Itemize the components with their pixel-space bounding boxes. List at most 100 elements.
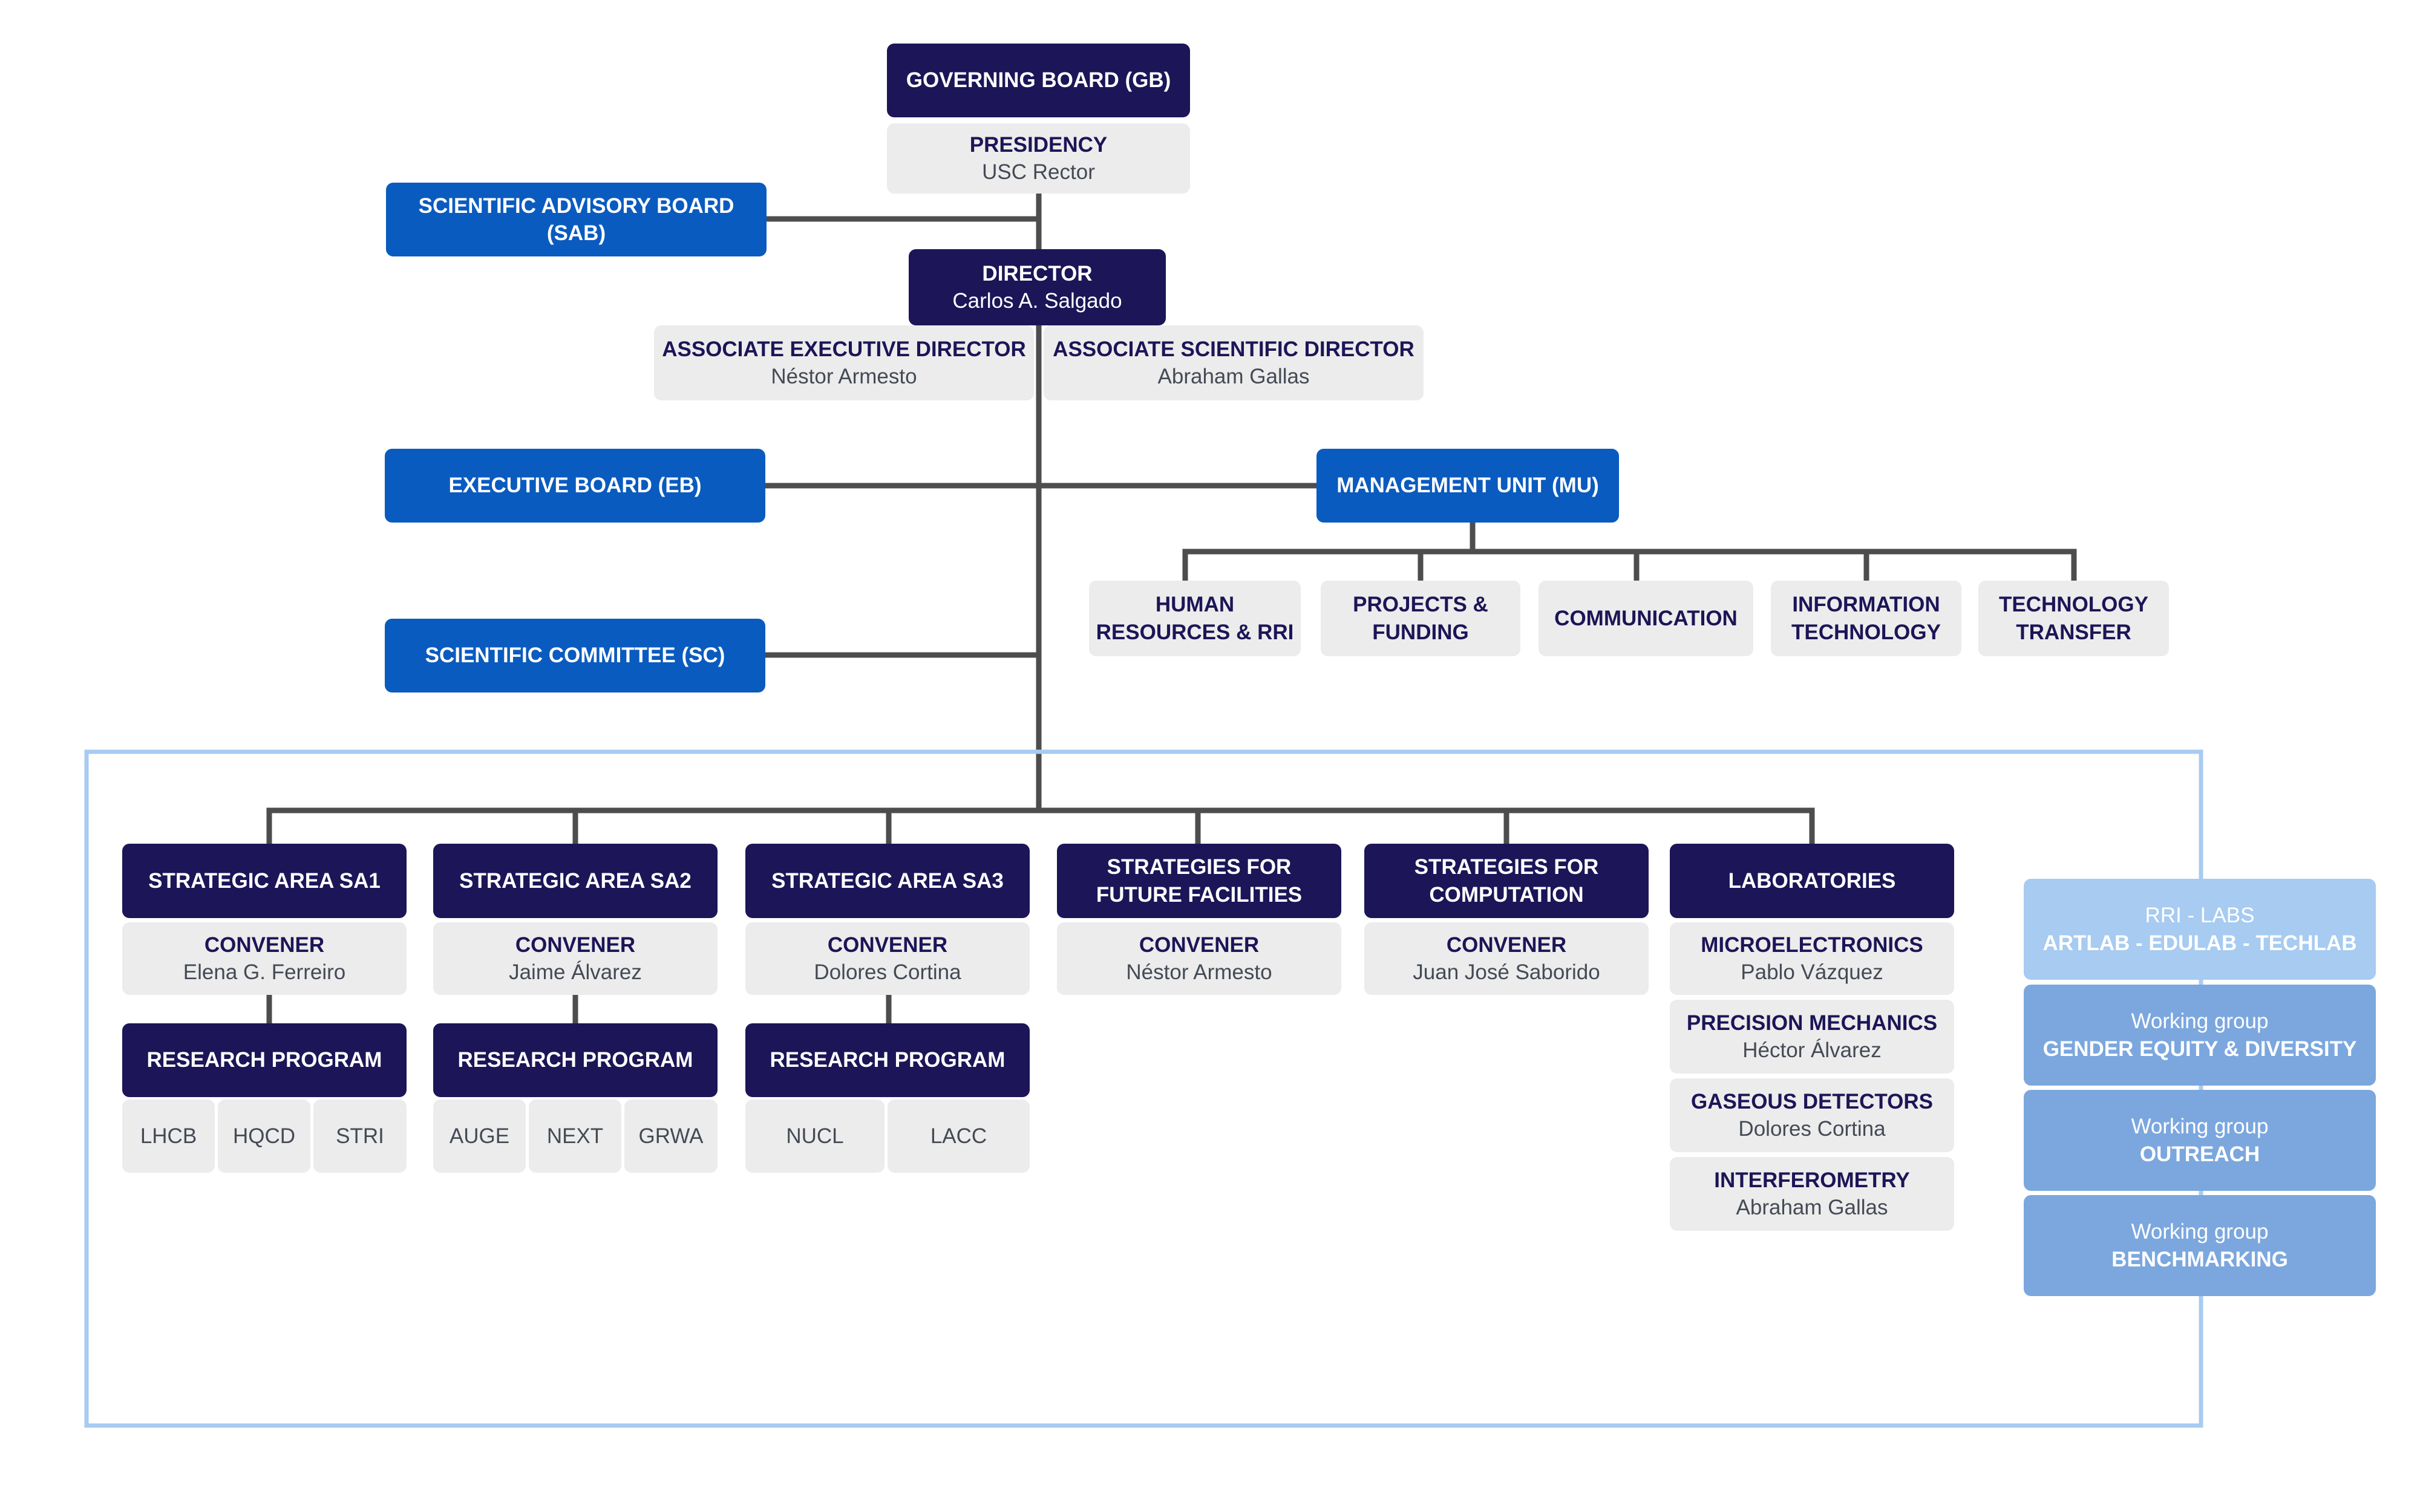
side-group-gender-equity: Working group GENDER EQUITY & DIVERSITY: [2024, 985, 2376, 1086]
program-grwa: GRWA: [624, 1100, 718, 1173]
program-name: NEXT: [546, 1124, 604, 1148]
mu-projects-funding-line2: FUNDING: [1372, 620, 1469, 644]
side-group-sub: Working group: [2131, 1009, 2269, 1033]
program-name: AUGE: [449, 1124, 510, 1148]
area-title-line1: STRATEGIES FOR: [1107, 855, 1292, 879]
area-title-line2: FUTURE FACILITIES: [1096, 882, 1303, 907]
program-lacc: LACC: [888, 1100, 1030, 1173]
side-group-title: BENCHMARKING: [2111, 1247, 2288, 1271]
executive-board-box: EXECUTIVE BOARD (EB): [385, 449, 765, 523]
area-computation-header: STRATEGIES FOR COMPUTATION: [1364, 844, 1649, 918]
side-group-outreach: Working group OUTREACH: [2024, 1090, 2376, 1191]
side-group-rri-labs: RRI - LABS ARTLAB - EDULAB - TECHLAB: [2024, 879, 2376, 980]
program-lhcb: LHCB: [122, 1100, 215, 1173]
program-name: NUCL: [786, 1124, 844, 1148]
assoc-sci-director-title: ASSOCIATE SCIENTIFIC DIRECTOR: [1053, 337, 1414, 361]
mu-projects-funding-line1: PROJECTS &: [1353, 593, 1488, 616]
convener-name: Néstor Armesto: [1126, 960, 1272, 984]
area-sa1-convener: CONVENER Elena G. Ferreiro: [122, 922, 407, 995]
convener-name: Elena G. Ferreiro: [183, 960, 346, 984]
lab-head: Dolores Cortina: [1738, 1117, 1886, 1141]
governing-board-box: GOVERNING BOARD (GB): [887, 44, 1190, 117]
mu-technology-transfer-line2: TRANSFER: [2016, 620, 2131, 644]
program-nucl: NUCL: [745, 1100, 885, 1173]
research-program-label: RESEARCH PROGRAM: [770, 1048, 1006, 1072]
program-hqcd: HQCD: [218, 1100, 310, 1173]
lab-microelectronics: MICROELECTRONICS Pablo Vázquez: [1670, 922, 1954, 995]
convener-label: CONVENER: [204, 933, 325, 957]
convener-label: CONVENER: [827, 933, 948, 957]
strategic-frame: [84, 749, 2203, 1428]
area-title-line2: COMPUTATION: [1429, 882, 1584, 907]
side-group-sub: Working group: [2131, 1220, 2269, 1243]
program-next: NEXT: [529, 1100, 621, 1173]
presidency-title: PRESIDENCY: [969, 132, 1108, 157]
lab-interferometry: INTERFEROMETRY Abraham Gallas: [1670, 1157, 1954, 1231]
area-future-facilities-convener: CONVENER Néstor Armesto: [1057, 922, 1341, 995]
executive-board-label: EXECUTIVE BOARD (EB): [448, 474, 702, 498]
lab-precision-mechanics: PRECISION MECHANICS Héctor Álvarez: [1670, 1000, 1954, 1074]
area-sa3-program-header: RESEARCH PROGRAM: [745, 1023, 1030, 1097]
director-name: Carlos A. Salgado: [952, 289, 1122, 313]
side-group-sub: RRI - LABS: [2145, 904, 2255, 927]
assoc-sci-director-box: ASSOCIATE SCIENTIFIC DIRECTOR Abraham Ga…: [1044, 325, 1424, 400]
mu-human-resources-line2: RESOURCES & RRI: [1096, 620, 1294, 644]
lab-gaseous-detectors: GASEOUS DETECTORS Dolores Cortina: [1670, 1078, 1954, 1152]
program-name: LACC: [930, 1124, 987, 1148]
scientific-committee-label: SCIENTIFIC COMMITTEE (SC): [425, 644, 725, 668]
area-computation-convener: CONVENER Juan José Saborido: [1364, 922, 1649, 995]
presidency-name: USC Rector: [982, 160, 1095, 184]
assoc-exec-director-title: ASSOCIATE EXECUTIVE DIRECTOR: [662, 337, 1026, 361]
mu-projects-funding-box: PROJECTS & FUNDING: [1321, 581, 1520, 656]
lab-head: Abraham Gallas: [1736, 1196, 1888, 1219]
side-group-title: GENDER EQUITY & DIVERSITY: [2042, 1037, 2357, 1061]
presidency-box: PRESIDENCY USC Rector: [887, 123, 1190, 194]
program-name: GRWA: [638, 1124, 704, 1148]
program-name: HQCD: [232, 1124, 296, 1148]
side-group-sub: Working group: [2131, 1115, 2269, 1138]
program-auge: AUGE: [433, 1100, 526, 1173]
management-unit-box: MANAGEMENT UNIT (MU): [1316, 449, 1619, 523]
director-title: DIRECTOR: [982, 261, 1093, 285]
side-group-title: ARTLAB - EDULAB - TECHLAB: [2042, 931, 2357, 955]
area-sa1-program-header: RESEARCH PROGRAM: [122, 1023, 407, 1097]
area-title-line1: STRATEGIC AREA SA3: [771, 868, 1004, 893]
area-sa2-header: STRATEGIC AREA SA2: [433, 844, 718, 918]
mu-information-technology-box: INFORMATION TECHNOLOGY: [1771, 581, 1961, 656]
area-sa2-convener: CONVENER Jaime Álvarez: [433, 922, 718, 995]
convener-name: Dolores Cortina: [814, 960, 961, 984]
convener-label: CONVENER: [1446, 933, 1567, 957]
area-title-line1: STRATEGIES FOR: [1414, 855, 1599, 879]
convener-label: CONVENER: [515, 933, 636, 957]
program-name: STRI: [336, 1124, 384, 1148]
side-group-title: OUTREACH: [2139, 1142, 2260, 1166]
side-group-benchmarking: Working group BENCHMARKING: [2024, 1195, 2376, 1296]
mu-communication-box: COMMUNICATION: [1539, 581, 1753, 656]
convener-label: CONVENER: [1139, 933, 1260, 957]
sab-label: SCIENTIFIC ADVISORY BOARD (SAB): [418, 194, 734, 246]
lab-name: INTERFEROMETRY: [1714, 1168, 1910, 1192]
assoc-sci-director-name: Abraham Gallas: [1157, 365, 1310, 388]
lab-head: Héctor Álvarez: [1742, 1038, 1882, 1062]
mu-information-technology-line1: INFORMATION: [1792, 593, 1940, 616]
area-sa1-header: STRATEGIC AREA SA1: [122, 844, 407, 918]
mu-human-resources-box: HUMAN RESOURCES & RRI: [1089, 581, 1301, 656]
assoc-exec-director-box: ASSOCIATE EXECUTIVE DIRECTOR Néstor Arme…: [654, 325, 1034, 400]
mu-human-resources-line1: HUMAN: [1155, 593, 1235, 616]
research-program-label: RESEARCH PROGRAM: [457, 1048, 693, 1072]
lab-head: Pablo Vázquez: [1741, 960, 1883, 984]
area-future-facilities-header: STRATEGIES FOR FUTURE FACILITIES: [1057, 844, 1341, 918]
area-title-line1: STRATEGIC AREA SA2: [459, 868, 692, 893]
lab-name: PRECISION MECHANICS: [1686, 1011, 1938, 1035]
program-name: LHCB: [140, 1124, 197, 1148]
director-box: DIRECTOR Carlos A. Salgado: [909, 249, 1166, 325]
mu-technology-transfer-line1: TECHNOLOGY: [1999, 593, 2148, 616]
governing-board-label: GOVERNING BOARD (GB): [906, 68, 1171, 93]
scientific-committee-box: SCIENTIFIC COMMITTEE (SC): [385, 619, 765, 692]
area-title-line1: STRATEGIC AREA SA1: [148, 868, 381, 893]
mu-technology-transfer-box: TECHNOLOGY TRANSFER: [1978, 581, 2169, 656]
mu-communication-line1: COMMUNICATION: [1554, 606, 1738, 630]
area-sa3-header: STRATEGIC AREA SA3: [745, 844, 1030, 918]
assoc-exec-director-name: Néstor Armesto: [771, 365, 917, 388]
